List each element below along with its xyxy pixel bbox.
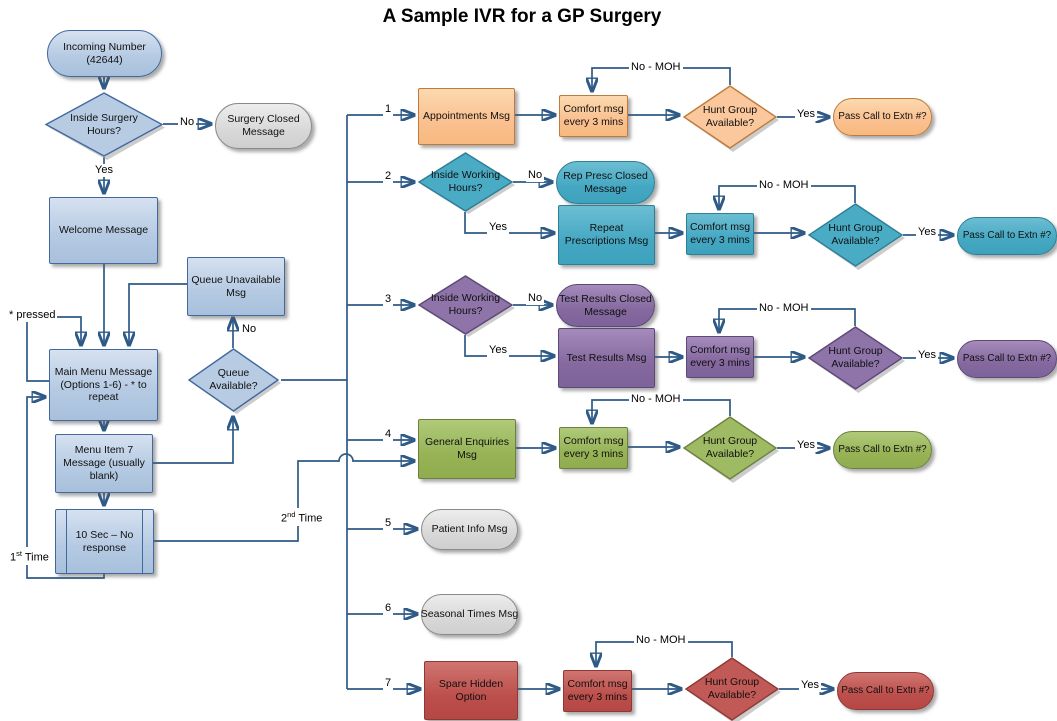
node-surgery-closed-message: Surgery Closed Message (215, 103, 312, 149)
label-yes-hunt-1: Yes (795, 108, 817, 121)
node-pass-call-1: Pass Call to Extn #? (833, 98, 932, 136)
decision-hunt-group-1: Hunt Group Available? (682, 85, 779, 152)
node-general-enquiries-msg: General Enquiries Msg (418, 419, 516, 479)
label-branch-5: 5 (383, 517, 394, 530)
decision-hunt-group-3: Hunt Group Available? (807, 326, 905, 393)
label-branch-4: 4 (383, 428, 394, 441)
label-branch-1: 1 (383, 103, 394, 116)
label-no-moh-4: No - MOH (629, 393, 683, 406)
node-repeat-prescriptions-msg: Repeat Prescriptions Msg (558, 205, 655, 265)
node-test-results-closed-message: Test Results Closed Message (556, 284, 655, 327)
node-pass-call-4: Pass Call to Extn #? (833, 431, 932, 469)
node-10-sec-no-response: 10 Sec – No response (55, 509, 154, 574)
label-yes-working-2: Yes (487, 221, 509, 234)
node-comfort-msg-2: Comfort msg every 3 mins (686, 213, 754, 255)
node-queue-unavailable-msg: Queue Unavailable Msg (187, 257, 285, 316)
label-yes-hunt-4: Yes (795, 439, 817, 452)
label-yes-working-3: Yes (487, 344, 509, 357)
label-no-moh-7: No - MOH (634, 634, 688, 647)
label-branch-3: 3 (383, 293, 394, 306)
diamond-shape (44, 92, 165, 160)
label-branch-7: 7 (383, 677, 394, 690)
node-comfort-msg-3: Comfort msg every 3 mins (686, 336, 754, 378)
diamond-shape (417, 152, 515, 214)
edge-menu7-to-queueavail (151, 417, 233, 464)
label-no-moh-1: No - MOH (629, 61, 683, 74)
diamond-shape (187, 348, 281, 414)
label-branch-6: 6 (383, 602, 394, 615)
label-yes-hunt-3: Yes (916, 349, 938, 362)
node-menu-item-7-message: Menu Item 7 Message (usually blank) (55, 434, 153, 493)
diamond-shape (417, 275, 515, 337)
decision-hunt-group-7: Hunt Group Available? (684, 657, 781, 721)
label-no-working-3: No (526, 292, 545, 305)
label-star-pressed: * pressed (7, 309, 58, 322)
edge-queueunavail-to-mainmenu (129, 283, 187, 345)
node-appointments-msg: Appointments Msg (418, 88, 515, 145)
decision-inside-surgery-hours: Inside Surgery Hours? (44, 92, 165, 160)
node-pass-call-2: Pass Call to Extn #? (957, 217, 1057, 255)
label-branch-2: 2 (383, 170, 394, 183)
diamond-shape (807, 203, 905, 270)
decision-inside-working-hours-3: Inside Working Hours? (417, 275, 515, 337)
node-comfort-msg-4: Comfort msg every 3 mins (559, 427, 628, 469)
label-no-queue-available: No (240, 323, 259, 336)
label-no-moh-3: No - MOH (757, 302, 811, 315)
diamond-shape (684, 657, 781, 721)
node-main-menu-message: Main Menu Message (Options 1-6) - * to r… (49, 349, 158, 421)
node-incoming-number: Incoming Number (42644) (47, 30, 162, 77)
label-yes-hunt-2: Yes (916, 226, 938, 239)
edge-firsttime-loop (26, 397, 105, 579)
diamond-shape (682, 85, 779, 152)
decision-hunt-group-2: Hunt Group Available? (807, 203, 905, 270)
node-rep-presc-closed-message: Rep Presc Closed Message (556, 161, 655, 204)
label-first-time: 1st Time (8, 547, 51, 565)
label-yes-hunt-7: Yes (799, 679, 821, 692)
label-yes-surgery-hours: Yes (93, 164, 115, 177)
decision-inside-working-hours-2: Inside Working Hours? (417, 152, 515, 214)
decision-hunt-group-4: Hunt Group Available? (682, 416, 779, 483)
decision-queue-available: Queue Available? (187, 348, 281, 414)
label-second-time: 2nd Time (279, 508, 325, 526)
node-patient-info-msg: Patient Info Msg (421, 509, 518, 550)
label-no-moh-2: No - MOH (757, 179, 811, 192)
node-seasonal-times-msg: Seasonal Times Msg (421, 594, 518, 635)
node-welcome-message: Welcome Message (49, 197, 158, 264)
node-spare-hidden-option: Spare Hidden Option (424, 661, 518, 720)
diamond-shape (682, 416, 779, 483)
edge-work3-yes-results (464, 335, 554, 356)
node-comfort-msg-7: Comfort msg every 3 mins (563, 670, 632, 712)
edge-work2-yes-repeat (464, 212, 554, 233)
diagram-title: A Sample IVR for a GP Surgery (382, 6, 662, 27)
node-comfort-msg-1: Comfort msg every 3 mins (559, 95, 628, 137)
node-test-results-msg: Test Results Msg (558, 328, 655, 388)
label-no-working-2: No (526, 169, 545, 182)
label-no-surgery-hours: No (178, 116, 197, 129)
edge-secondtime-to-genenq (152, 453, 414, 542)
node-pass-call-7: Pass Call to Extn #? (837, 672, 934, 710)
node-pass-call-3: Pass Call to Extn #? (957, 340, 1057, 378)
diamond-shape (807, 326, 905, 393)
